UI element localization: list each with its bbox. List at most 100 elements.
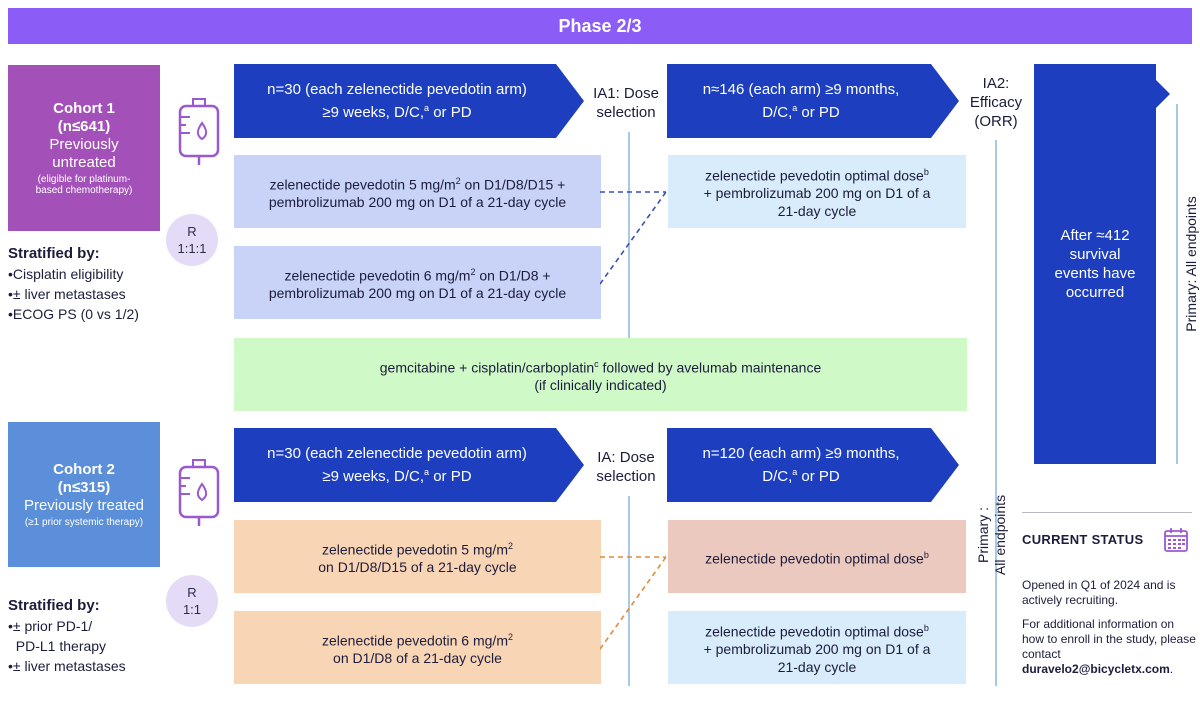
cohort1-n: (n≤641) [57,117,111,135]
arm-text: on D1/D8 of a 21-day cycle [333,650,502,667]
arm-text: pembrolizumab 200 mg on D1 of a 21-day c… [268,285,567,302]
opt-text: zelenectide pevedotin optimal dose [705,623,924,640]
current-status-heading: CURRENT STATUS [1022,532,1144,547]
cohort2-optimal-dose-combo: zelenectide pevedotin optimal doseb + pe… [668,611,966,684]
stage2-line1: n=120 (each arm) ≥9 months, [702,445,900,462]
opt-text: zelenectide pevedotin optimal dose [705,550,924,567]
primary-endpoints-label-top: Primary: All endpoints [1183,196,1199,332]
opt-text: 21-day cycle [777,203,857,220]
cohort2-stratification: Stratified by: •± prior PD-1/ PD-L1 ther… [8,596,183,676]
arm-text: zelenectide pevedotin 6 mg/m [321,632,508,649]
status-divider [1022,512,1192,513]
stage1-line2: ≥9 weeks, D/C, [322,104,425,121]
cohort2-desc: Previously treated [23,496,145,514]
phase-title-bar: Phase 2/3 [8,8,1192,44]
footnote-a: a [424,103,430,113]
opt-text: + pembrolizumab 200 mg on D1 of a [703,185,931,202]
cohort1-dashed-connectors [600,191,667,285]
arm-text: on D1/D8 + [475,267,551,284]
ia2-label: IA2: Efficacy (ORR) [960,74,1032,131]
stage2-line2: D/C, [762,104,793,121]
timeline-divider [628,496,630,686]
cohort1-arm-5mg: zelenectide pevedotin 5 mg/m2 on D1/D8/D… [234,155,601,228]
cohort2-stage1-arrow: n=30 (each zelenectide pevedotin arm) ≥9… [234,428,584,502]
status-opened-text: Opened in Q1 of 2024 and is actively rec… [1022,578,1176,607]
iv-bag-icon [178,98,220,165]
primary-bottom-line: All endpoints [992,494,1008,576]
strat1-item: •ECOG PS (0 vs 1/2) [8,306,139,322]
footnote-b: b [923,166,929,177]
stage1-line1: n=30 (each zelenectide pevedotin arm) [267,81,527,98]
cohort2-arm-5mg: zelenectide pevedotin 5 mg/m2 on D1/D8/D… [234,520,601,593]
opt-text: 21-day cycle [777,659,857,676]
cohort1-box: Cohort 1 (n≤641) Previously untreated (e… [8,65,160,231]
cohort2-stage2-arrow: n=120 (each arm) ≥9 months, D/C,a or PD [667,428,959,502]
cohort2-dashed-connectors [600,556,667,650]
strat2-item: •± prior PD-1/ [8,618,93,634]
arm-text: zelenectide pevedotin 5 mg/m [269,176,456,193]
strat2-item: •± liver metastases [8,658,126,674]
arm-text: zelenectide pevedotin 5 mg/m [321,541,508,558]
cohort2-optimal-dose-mono: zelenectide pevedotin optimal doseb [668,520,966,593]
cohort2-arm-6mg: zelenectide pevedotin 6 mg/m2 on D1/D8 o… [234,611,601,684]
timeline-divider [995,140,997,686]
superscript: 2 [470,266,476,277]
cohort1-stage2-arrow: n≈146 (each arm) ≥9 months, D/C,a or PD [667,64,959,138]
superscript: 2 [507,631,513,642]
randomization-label: R [187,224,197,239]
randomization-ratio: 1:1:1 [177,241,207,256]
cohort1-desc: Previously untreated [49,135,119,171]
stage2-line2: D/C, [762,468,793,485]
footnote-a: a [792,103,798,113]
contact-prefix: For additional information on how to enr… [1022,617,1196,661]
stage1-line2-end: or PD [429,104,472,121]
phase-title: Phase 2/3 [558,15,642,36]
arm-text: pembrolizumab 200 mg on D1 of a 21-day c… [268,194,567,211]
ia2-line: (ORR) [974,113,1018,130]
footnote-a: a [424,467,430,477]
contact-suffix: . [1169,662,1174,676]
timeline-divider [1176,104,1178,464]
timeline-divider [628,132,630,338]
stage1-line2-end: or PD [429,468,472,485]
cohort2-n: (n≤315) [57,478,111,496]
ia2-line: IA2: [982,75,1010,92]
cohort1-arm-6mg: zelenectide pevedotin 6 mg/m2 on D1/D8 +… [234,246,601,319]
survival-events-box: After ≈412 survival events have occurred [1034,64,1156,464]
iv-bag-icon [178,459,220,526]
cohort2-box: Cohort 2 (n≤315) Previously treated (≥1 … [8,422,160,567]
opt-text: + pembrolizumab 200 mg on D1 of a [703,641,931,658]
strat1-heading: Stratified by: [8,245,100,262]
ia2-line: Efficacy [969,94,1023,111]
arm-text: on D1/D8/D15 of a 21-day cycle [318,559,517,576]
stage1-line2: ≥9 weeks, D/C, [322,468,425,485]
cohort1-note: (eligible for platinum-based chemotherap… [35,173,133,197]
cohort2-title: Cohort 2 [53,460,115,478]
strat2-item: PD-L1 therapy [8,638,107,654]
survival-text: After ≈412 survival events have occurred [1054,227,1136,301]
randomization-label: R [187,585,197,600]
footnote-c: c [594,358,599,369]
cohort1-stage1-arrow: n=30 (each zelenectide pevedotin arm) ≥9… [234,64,584,138]
cohort2-note: (≥1 prior systemic therapy) [24,516,144,528]
primary-bottom-line: Primary : [975,507,991,563]
superscript: 2 [455,175,461,186]
stage2-line1: n≈146 (each arm) ≥9 months, [702,81,900,98]
ia-dose-selection-label: IA: Dose selection [596,449,656,485]
footnote-b: b [923,622,929,633]
strat1-item: •Cisplatin eligibility [8,266,124,282]
cohort1-optimal-dose: zelenectide pevedotin optimal doseb + pe… [668,155,966,228]
strat1-item: •± liver metastases [8,286,126,302]
cohort1-title: Cohort 1 [53,99,115,117]
randomization-circle-1: R 1:1:1 [166,214,218,266]
opt-text: zelenectide pevedotin optimal dose [705,167,924,184]
arm-text: on D1/D8/D15 + [460,176,566,193]
contact-email-link[interactable]: duravelo2@bicycletx.com [1022,662,1170,676]
gem-text: gemcitabine + cisplatin/carboplatin [379,359,595,376]
stage1-line1: n=30 (each zelenectide pevedotin arm) [267,445,527,462]
status-contact-text: For additional information on how to enr… [1022,617,1198,677]
randomization-circle-2: R 1:1 [166,575,218,627]
cohort1-stratification: Stratified by: •Cisplatin eligibility •±… [8,244,183,324]
stage2-line2-end: or PD [797,104,840,121]
calendar-icon [1164,528,1188,552]
